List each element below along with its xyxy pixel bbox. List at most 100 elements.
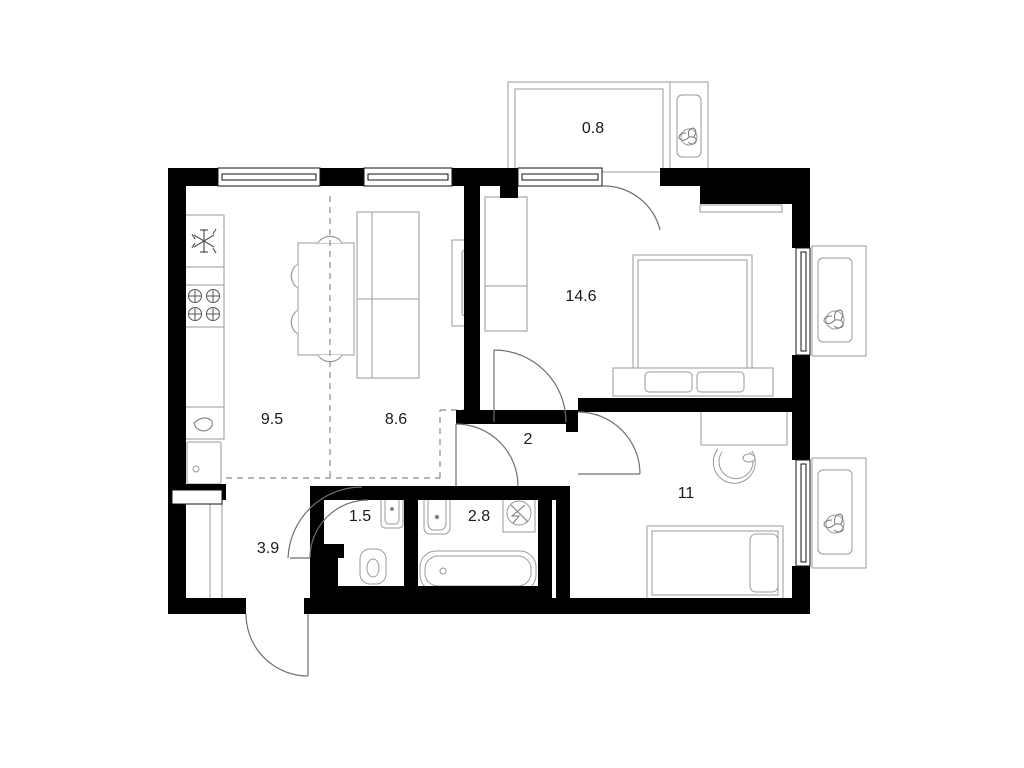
lightning-glyph [510,504,526,524]
area-label-wc: 1.5 [349,508,371,525]
area-label-living: 8.6 [385,411,407,428]
wall-bath-bottom [418,586,538,598]
door-layer [245,185,661,677]
door-entrance [245,613,309,677]
area-label-inner-hall: 2 [524,431,533,448]
air-conditioner-icon [823,309,845,330]
wall-wc-left [310,500,324,598]
wall-bedrooms-divider [578,398,808,412]
area-label-bedroom-second: 11 [678,485,695,502]
wall-wc-bath [404,486,418,612]
wall-hall-jamb [566,410,578,432]
sink-drain-icon [192,465,200,473]
toilet-bowl [366,558,380,578]
sofa-seat-lower [356,298,420,379]
area-label-entry-hall: 3.9 [257,540,279,557]
window-bedroom-main [517,167,603,187]
chair-back-icon [291,265,296,287]
air-conditioner-icon [678,127,698,146]
wall-wc-nib [324,544,344,558]
door-wc [287,486,369,559]
sofa-icon [356,211,420,379]
wall-left-upper [168,168,186,500]
door-balcony [601,185,661,231]
furniture-layer [181,81,867,601]
area-label-bedroom-main: 14.6 [565,288,596,305]
area-label-kitchen: 9.5 [261,411,283,428]
area-label-bathroom: 2.8 [468,508,490,525]
chair-back-icon [319,236,341,241]
chair-back-icon [712,448,756,484]
area-label-balcony: 0.8 [582,120,604,137]
wall-above-bathroom [404,486,570,500]
door-hall-left [455,423,519,487]
door-swing-arc [601,185,661,231]
balcony-right-upper [811,245,867,357]
wall-layer [168,168,810,614]
single-bed-icon [646,525,784,601]
air-conditioner-icon [823,513,845,534]
window-right-upper [795,247,811,356]
bed-base [612,367,774,397]
wall-hall-top [456,410,578,424]
balcony-inner [514,88,664,173]
panel-slash [510,504,529,523]
kitchen-units [183,214,225,485]
chair-armrest [742,453,756,463]
zone-divider-lines [226,196,470,479]
wall-bottom [304,598,810,614]
ac-unit [817,469,853,555]
wall-wc-bottom [324,586,404,598]
window-living [363,167,453,187]
kitchen-counter [183,326,225,408]
wardrobe-lower [484,285,528,332]
wardrobe-upper [484,196,528,287]
basin-drain-icon [434,514,440,520]
burners-glyph [188,289,220,321]
balcony-right-lower [811,457,867,569]
wall-right-1 [792,186,810,248]
basin-drain-icon [389,506,395,512]
basin-bowl [427,495,447,531]
wall-shelf [699,204,783,213]
chair-back-icon [291,311,296,333]
snowflake-glyph [191,228,217,254]
kitchen-sink-icon [186,441,222,485]
door-swing-arc [577,411,641,475]
balcony-top-structure [507,81,709,173]
pillow [696,371,745,393]
wall-bath-corridor [556,486,570,598]
mattress [637,259,748,376]
bathtub-drain-icon [439,567,447,575]
dining-table-icon [290,235,355,363]
door-bedroom-second [577,411,641,475]
window-kitchen [217,167,321,187]
wall-living-bedroom [464,186,480,382]
wall-left-lower [168,500,186,612]
door-swing-arc [455,423,519,487]
door-swing-arc [309,499,369,559]
wall-bottom-left-stub [168,598,246,614]
pillow [749,533,779,593]
dining-table-top [297,242,355,356]
wall-living-bedroom-lower [464,382,480,414]
double-bed-icon [612,254,774,397]
wall-bath-right [538,486,552,598]
door-swing-arc [245,613,309,677]
sofa-seat-upper [356,211,420,300]
door-bedroom-main [493,349,567,423]
kitchen-cabinet [183,266,225,286]
ac-unit [676,94,702,158]
wall-above-wc [310,486,404,500]
door-swing-outer [287,486,363,559]
wall-top-4-thick [700,168,810,204]
wall-top-2 [320,168,364,186]
window-layer [171,167,811,567]
loggia-outline [181,495,223,601]
balcony-left [181,495,223,601]
pillow [644,371,693,393]
window-right-lower [795,459,811,567]
bathroom-fixtures [419,491,537,592]
wardrobe-icon [484,196,528,332]
